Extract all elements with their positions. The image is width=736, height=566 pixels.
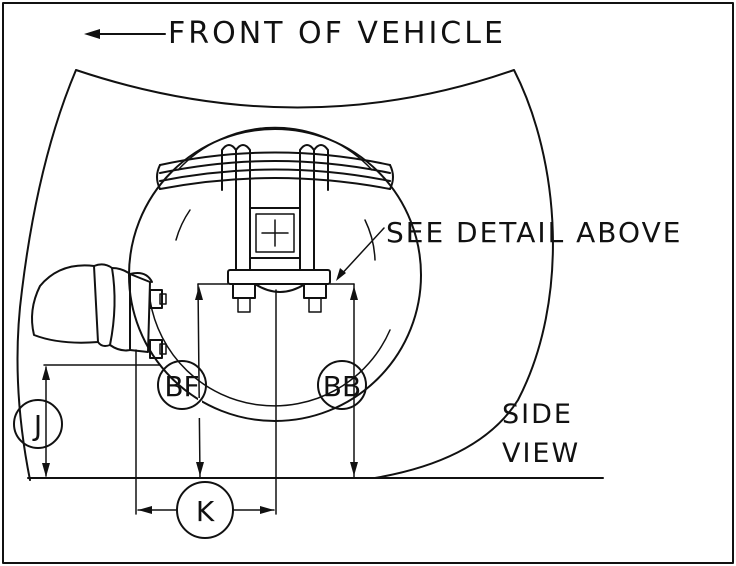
front-of-vehicle-label: FRONT OF VEHICLE	[168, 16, 506, 51]
leaf-spring	[156, 151, 394, 190]
dimension-bb-lines	[329, 283, 358, 479]
dimension-bf-label: BF	[164, 370, 199, 403]
side-view-label-line1: SIDE	[502, 399, 573, 430]
wheel-inner-arc-right	[364, 219, 376, 261]
balloon-bb: BB	[317, 360, 367, 410]
front-direction-arrow	[84, 29, 166, 39]
axle-seat-plate	[227, 269, 331, 285]
balloon-bf: BF	[157, 360, 207, 410]
brake-chamber	[31, 263, 167, 359]
balloon-j: J	[13, 399, 63, 449]
dimension-j-lines	[42, 364, 161, 477]
body-outline	[16, 69, 554, 481]
wheel-middle-arc-top	[177, 126, 373, 171]
see-detail-above-label: SEE DETAIL ABOVE	[386, 216, 682, 249]
balloon-k: K	[176, 481, 234, 539]
u-bolt-nuts	[232, 283, 327, 313]
dimension-k-label: K	[196, 495, 215, 528]
dimension-k-lines	[135, 289, 277, 515]
dimension-bf-lines	[195, 283, 229, 479]
axle-square	[249, 207, 301, 259]
dimension-j-label: J	[32, 409, 42, 442]
see-detail-leader	[336, 227, 385, 281]
wheel-inner-arc-left	[175, 209, 191, 241]
axle-bottom-arc	[254, 283, 306, 293]
side-view-label-line2: VIEW	[502, 438, 580, 469]
dimension-bb-label: BB	[323, 370, 361, 403]
